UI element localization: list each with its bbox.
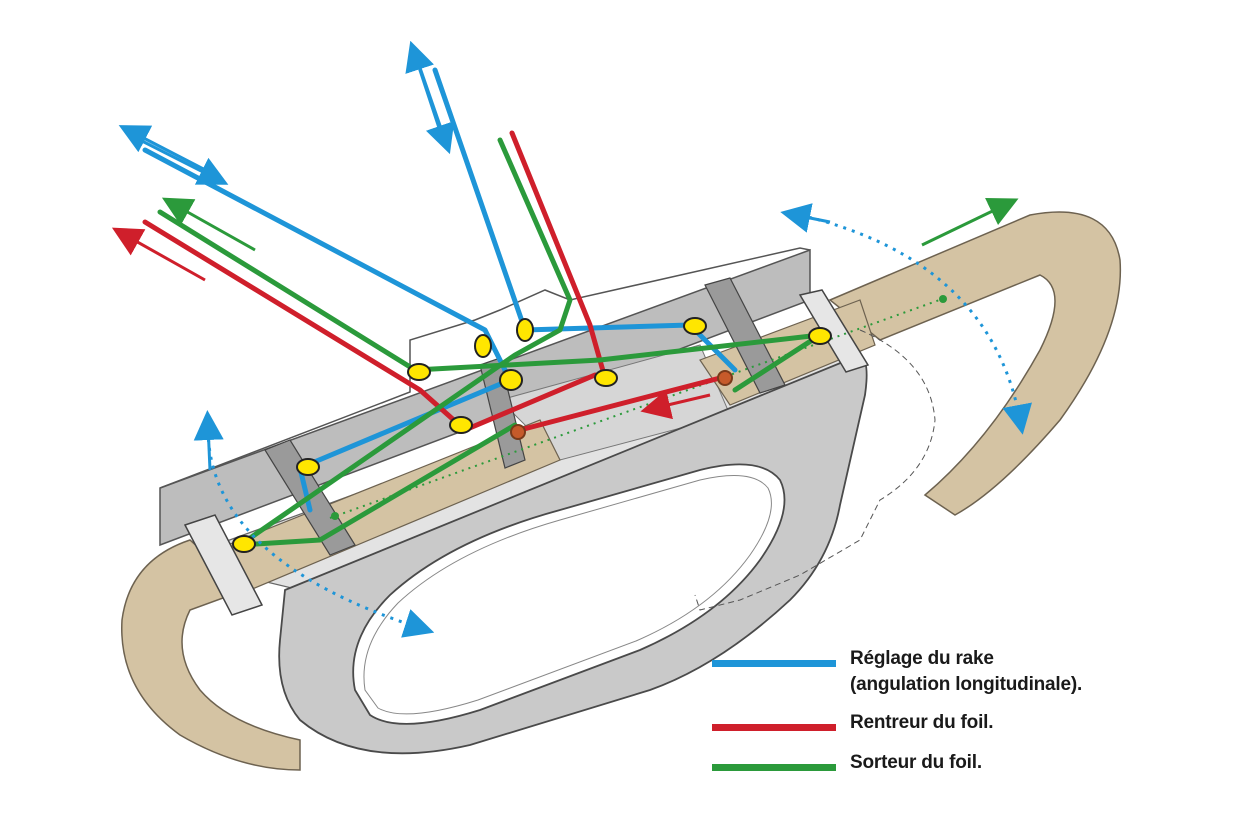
arrow-blue-left xyxy=(118,125,216,177)
arrow-red-out xyxy=(111,227,206,282)
sorteur-line xyxy=(157,137,823,548)
pulley xyxy=(516,318,534,342)
rotation-arc-left-start xyxy=(193,410,224,471)
legend-label-rake: Réglage du rake (angulation longitudinal… xyxy=(850,646,1082,698)
green-dot-right xyxy=(939,295,947,303)
legend-label-line: Sorteur du foil. xyxy=(850,752,982,773)
pulley xyxy=(683,317,707,335)
buckle-left xyxy=(183,514,264,616)
cleat-right xyxy=(717,370,733,386)
legend-label-sorteur: Sorteur du foil. xyxy=(850,750,982,776)
hull-cutout xyxy=(352,463,786,725)
pulley xyxy=(407,363,431,381)
green-dot-left xyxy=(331,512,339,520)
strap-right xyxy=(828,211,1122,516)
arrow-green-right xyxy=(921,197,1019,247)
pulley xyxy=(808,327,832,345)
cam-cleats xyxy=(510,370,733,440)
direction-arrows xyxy=(111,40,1019,420)
legend-swatch-rake xyxy=(712,660,836,667)
legend-label-line: Rentreur du foil. xyxy=(850,712,994,733)
legend-item-sorteur: Sorteur du foil. xyxy=(712,750,982,776)
legend-label-line: (angulation longitudinale). xyxy=(850,674,1083,695)
legend-item-rentreur: Rentreur du foil. xyxy=(712,710,994,736)
pulleys xyxy=(232,317,832,553)
hull-cutout-inner xyxy=(363,475,772,715)
rotation-arc-right-start xyxy=(780,203,831,233)
buckle-right xyxy=(798,289,870,373)
foil-outline-dashed xyxy=(694,329,936,611)
pulley xyxy=(449,416,473,434)
legend-swatch-rentreur xyxy=(712,724,836,731)
bulkhead-right xyxy=(704,277,786,394)
pulley xyxy=(232,535,256,553)
strap-left xyxy=(121,539,301,771)
pulley xyxy=(594,369,618,387)
pulley xyxy=(474,334,492,358)
arrow-red-inner xyxy=(640,389,711,420)
legend-item-rake: Réglage du rake (angulation longitudinal… xyxy=(712,646,1082,698)
legend-label-rentreur: Rentreur du foil. xyxy=(850,710,994,736)
cleat-center xyxy=(510,424,526,440)
arrow-blue-top-back xyxy=(416,61,455,155)
arrow-blue-left-back xyxy=(139,138,229,185)
legend-swatch-sorteur xyxy=(712,764,836,771)
legend-label-line: Réglage du rake xyxy=(850,648,994,669)
pulley xyxy=(296,458,320,476)
pulley xyxy=(499,369,523,391)
arrow-green-out xyxy=(161,197,256,252)
